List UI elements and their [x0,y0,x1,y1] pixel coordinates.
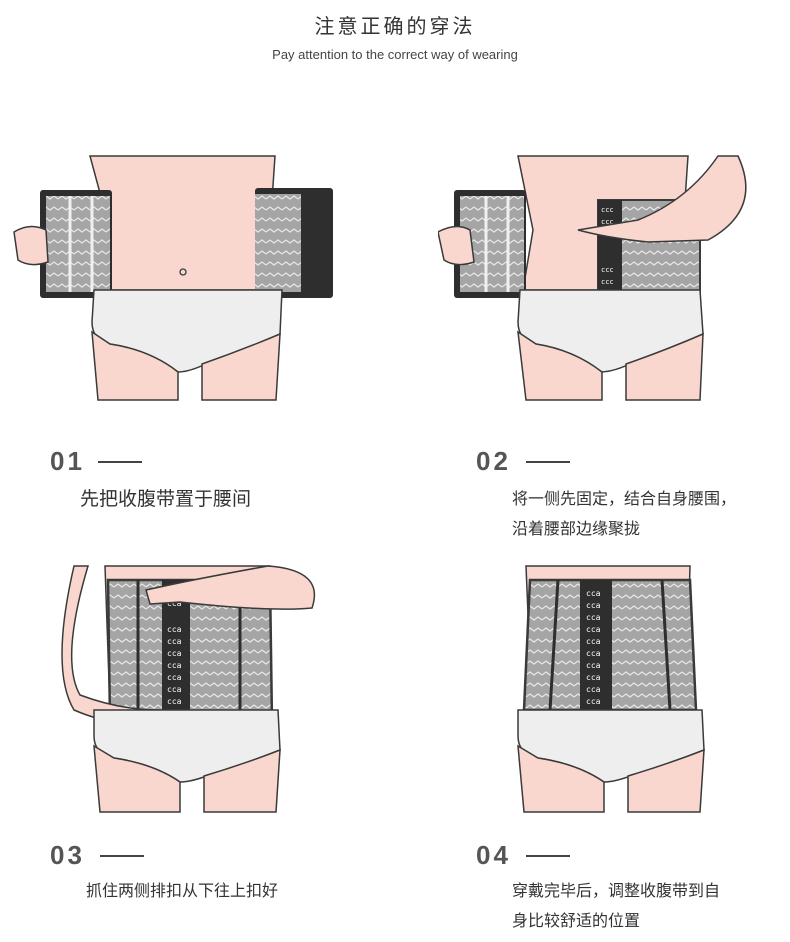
svg-text:cca: cca [586,661,601,670]
svg-text:cca: cca [586,673,601,682]
svg-text:ccc: ccc [601,218,614,226]
svg-text:cca: cca [586,613,601,622]
svg-text:cca: cca [167,697,182,706]
page-title: 注意正确的穿法 [314,14,476,38]
svg-text:cca: cca [167,685,182,694]
step-3-number: 03 [50,840,85,870]
svg-text:cca: cca [586,685,601,694]
svg-text:cca: cca [586,625,601,634]
step-2-rule [526,461,570,463]
svg-text:cca: cca [586,589,601,598]
step-3-rule [100,855,144,857]
svg-text:cca: cca [167,599,182,608]
svg-text:cca: cca [586,697,601,706]
step-2-number: 02 [476,446,511,476]
svg-text:cca: cca [586,637,601,646]
step-4-number: 04 [476,840,511,870]
step-1-number: 01 [50,446,85,476]
page-subtitle: Pay attention to the correct way of wear… [272,47,518,62]
svg-text:cca: cca [167,625,182,634]
step-4-text-line-1: 穿戴完毕后，调整收腹带到自 [512,881,721,900]
step-1-rule [98,461,142,463]
step-1-text: 先把收腹带置于腰间 [80,488,252,510]
svg-text:ccc: ccc [601,278,614,286]
svg-text:cca: cca [167,637,182,646]
svg-text:ccc: ccc [601,266,614,274]
svg-text:cca: cca [167,673,182,682]
step-4-rule [526,855,570,857]
svg-text:ccc: ccc [601,206,614,214]
svg-text:cca: cca [167,661,182,670]
svg-text:cca: cca [586,649,601,658]
svg-text:cca: cca [167,649,182,658]
step-2-text-line-2: 沿着腰部边缘聚拢 [512,519,641,538]
step-3-text: 抓住两侧排扣从下往上扣好 [86,881,279,900]
step-1-illustration [13,155,333,401]
svg-text:cca: cca [586,601,601,610]
step-4-text-line-2: 身比较舒适的位置 [512,911,641,930]
step-2-text-line-1: 将一侧先固定，结合自身腰围， [512,489,737,508]
